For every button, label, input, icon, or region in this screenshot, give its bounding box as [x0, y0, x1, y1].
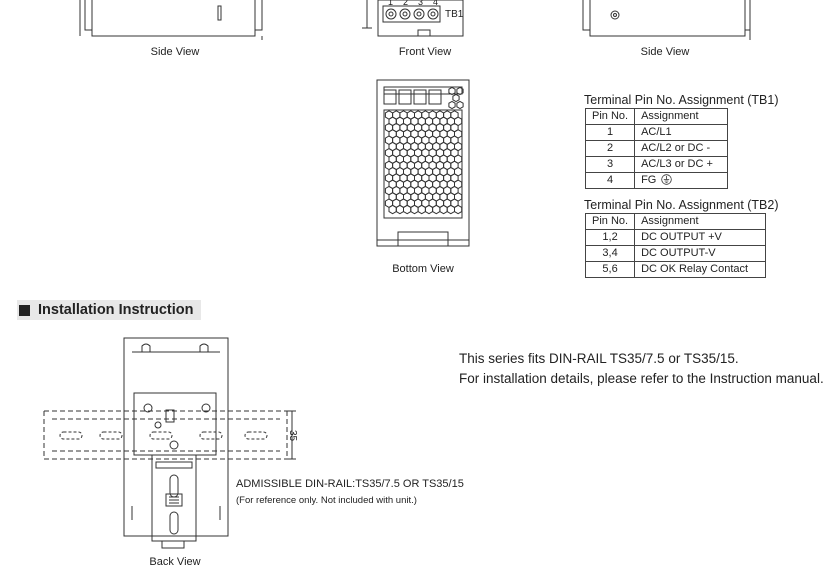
table-header-pin: Pin No. [584, 213, 636, 230]
assignment-cell: DC OUTPUT-V [634, 245, 766, 262]
table-header-pin: Pin No. [584, 108, 636, 125]
vent-hex [454, 204, 463, 215]
front-pin-2: 2 [402, 0, 408, 7]
tb2-title: Terminal Pin No. Assignment (TB2) [584, 198, 779, 212]
table-row: 4 FG [584, 172, 728, 189]
table-header-row: Pin No. Assignment [584, 108, 728, 125]
vent-hex [452, 93, 460, 103]
table-row: 2 AC/L2 or DC - [584, 140, 728, 157]
bottom-view-drawing [376, 79, 470, 247]
table-row: 3,4 DC OUTPUT-V [584, 245, 766, 262]
side-view-left-drawing [79, 0, 263, 40]
vent-hex [448, 100, 456, 110]
vent-hex [456, 100, 464, 110]
vent-hex [456, 86, 464, 96]
tb1-title: Terminal Pin No. Assignment (TB1) [584, 93, 779, 107]
front-view-label: Front View [398, 46, 452, 58]
front-pin-1: 1 [387, 0, 393, 7]
pin-cell: 5,6 [584, 261, 636, 278]
assignment-cell: FG [634, 172, 728, 189]
back-view-label: Back View [149, 556, 201, 568]
front-terminal-tag: TB1 [445, 9, 464, 20]
front-pin-4: 4 [432, 0, 438, 7]
din-rail-label: ADMISSIBLE DIN-RAIL:TS35/7.5 OR TS35/15 [236, 478, 464, 490]
tb2-table: Pin No. Assignment 1,2 DC OUTPUT +V 3,4 … [584, 213, 766, 278]
side-view-left-label: Side View [150, 46, 200, 58]
table-row: 1 AC/L1 [584, 124, 728, 141]
installation-line-2: For installation details, please refer t… [459, 371, 824, 386]
fg-label: FG [641, 174, 657, 186]
din-rail-note-text: (For reference only. Not included with u… [236, 495, 417, 506]
pin-cell: 4 [584, 172, 636, 189]
installation-section-title: Installation Instruction [38, 302, 194, 318]
tb1-table: Pin No. Assignment 1 AC/L1 2 AC/L2 or DC… [584, 108, 728, 189]
table-row: 5,6 DC OK Relay Contact [584, 261, 766, 278]
bottom-view-label: Bottom View [392, 263, 454, 275]
vent-hex [448, 86, 456, 96]
rail-dimension: 35 [287, 429, 299, 442]
table-header-row: Pin No. Assignment [584, 213, 766, 230]
ground-symbol-icon [661, 174, 673, 185]
installation-line-1: This series fits DIN-RAIL TS35/7.5 or TS… [459, 351, 739, 366]
installation-section-header: Installation Instruction [17, 300, 201, 320]
front-pin-3: 3 [417, 0, 423, 7]
section-bullet-icon [19, 304, 30, 316]
front-view-drawing [362, 0, 464, 37]
side-view-right-drawing [582, 0, 751, 40]
assignment-cell: DC OK Relay Contact [634, 261, 766, 278]
din-rail-note: (For reference only. Not included with u… [236, 494, 417, 506]
side-view-right-label: Side View [640, 46, 690, 58]
